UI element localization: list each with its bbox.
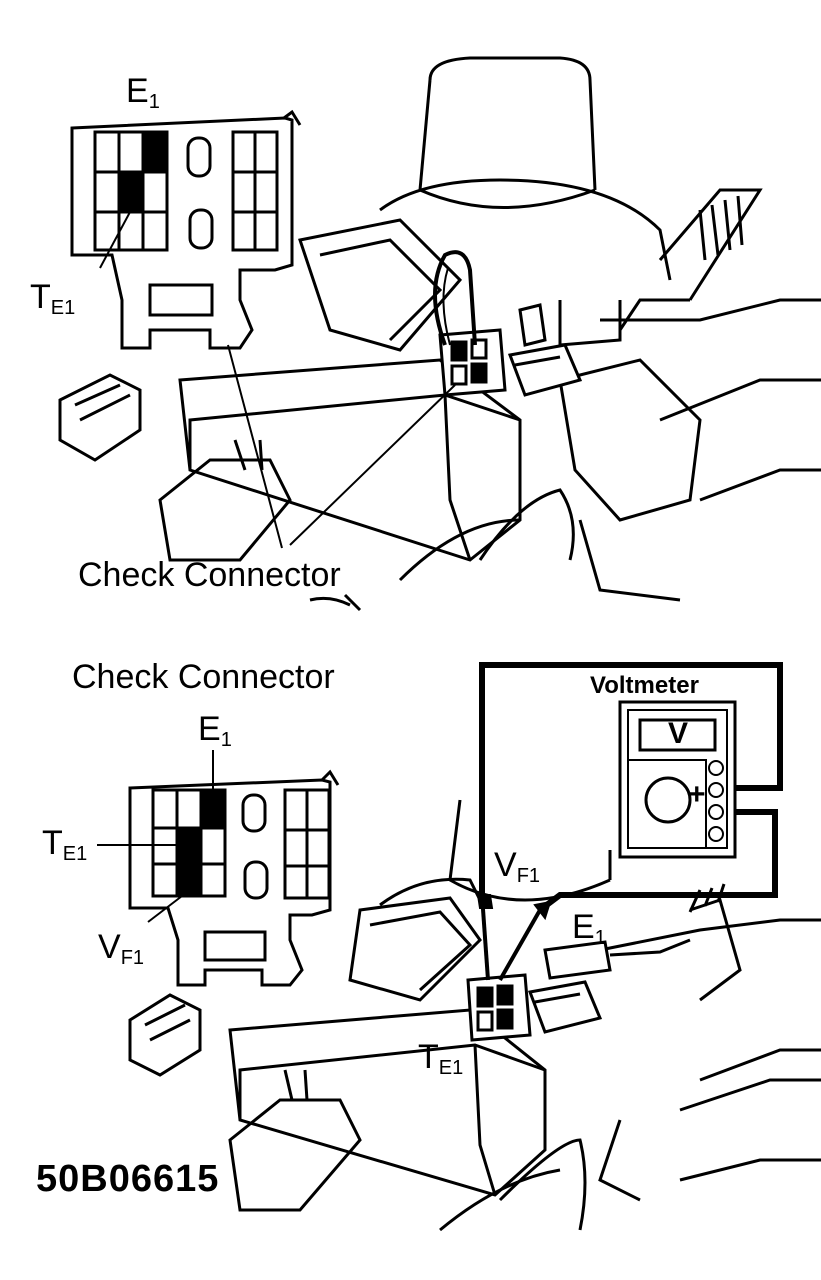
probe-te1-sub: E1 (438, 1057, 464, 1079)
top-engine-sketch (58, 56, 821, 612)
bottom-e1-main: E (198, 710, 221, 748)
bottom-vf1-main: V (98, 928, 121, 966)
top-pinout (70, 109, 456, 549)
top-e1-label: E1 (126, 74, 160, 112)
voltmeter-display: V (668, 717, 689, 750)
probe-e1-sub: 1 (594, 927, 606, 949)
bottom-vf1-sub: F1 (120, 947, 145, 969)
voltmeter-label: Voltmeter (590, 672, 699, 699)
probe-te1-label: TE1 (418, 1040, 463, 1078)
top-te1-label: TE1 (30, 280, 75, 318)
bottom-diagram (97, 662, 821, 1232)
top-right-pin-grid (231, 130, 279, 252)
figure-code: 50B06615 (36, 1158, 220, 1200)
probe-e1-main: E (572, 908, 595, 946)
top-te1-main: T (30, 278, 51, 316)
bottom-connector-sketch (466, 938, 691, 1042)
top-check-connector-label: Check Connector (78, 556, 341, 594)
bottom-check-connector-label: Check Connector (72, 658, 335, 696)
probe-vf1-sub: F1 (516, 865, 541, 887)
top-connector-sketch (433, 250, 583, 397)
top-e1-main: E (126, 72, 149, 110)
voltmeter-plus-sign: + (688, 778, 706, 811)
bottom-vf1-label: VF1 (98, 930, 144, 968)
bottom-left-pin-grid (151, 788, 227, 898)
bottom-te1-label: TE1 (42, 826, 87, 864)
top-diagram (58, 56, 821, 612)
probe-vf1-main: V (494, 846, 517, 884)
bottom-pinout (97, 750, 340, 987)
top-left-pin-grid (93, 130, 169, 252)
bottom-te1-main: T (42, 824, 63, 862)
top-te1-sub: E1 (50, 297, 76, 319)
bottom-right-pin-grid (283, 788, 331, 900)
probe-vf1-label: VF1 (494, 848, 540, 886)
bottom-e1-sub: 1 (220, 729, 232, 751)
bottom-e1-label: E1 (198, 712, 232, 750)
bottom-te1-sub: E1 (62, 843, 88, 865)
probe-te1-main: T (418, 1038, 439, 1076)
probe-e1-label: E1 (572, 910, 606, 948)
bottom-voltmeter (476, 662, 783, 981)
top-e1-sub: 1 (148, 91, 160, 113)
